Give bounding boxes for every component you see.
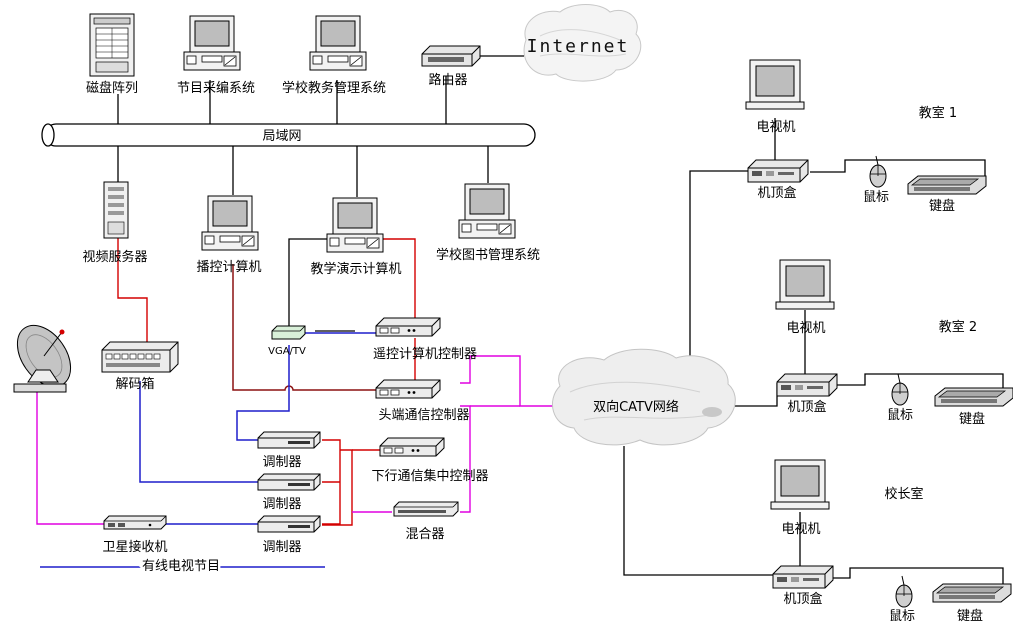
program-editing-pc-icon [183,15,241,71]
modulator-1-icon [257,431,321,449]
internet-label: Internet [527,36,630,57]
broadcast-pc-label: 播控计算机 [196,260,261,275]
modulator-2-icon [257,473,321,491]
classroom1-keyboard-label: 键盘 [929,198,955,214]
video-server-icon [103,181,129,239]
program-editing-label: 节目采编系统 [177,81,255,96]
disk-array-icon [89,13,135,77]
principal-mouse-icon [895,575,913,608]
catv-label: 双向CATV网络 [593,399,679,415]
satellite-receiver-label: 卫星接收机 [102,539,167,555]
teaching-pc-icon [326,197,384,253]
remote-controller-label: 遥控计算机控制器 [373,347,477,362]
modulator-2-label: 调制器 [262,497,301,512]
classroom1-keyboard-icon [907,175,987,195]
classroom2-keyboard-label: 键盘 [959,411,985,427]
mixer-label: 混合器 [405,527,444,542]
classroom2-stb-icon [776,373,838,397]
downlink-controller-icon [379,437,445,457]
classroom1-mouse-label: 鼠标 [863,190,889,205]
principal-keyboard-icon [932,583,1012,603]
teaching-pc-label: 教学演示计算机 [310,261,401,277]
control-wires [40,332,378,568]
catv-cloud-icon [552,348,736,446]
lan-wires [117,55,524,332]
classroom1-stb-icon [747,159,809,183]
principal-tv-label: 电视机 [781,522,820,537]
library-pc-icon [458,183,516,239]
router-icon [421,45,481,67]
lan-label: 局域网 [262,129,301,144]
principal-keyboard-label: 键盘 [957,608,983,624]
video-wires [117,237,416,526]
principal-mouse-label: 鼠标 [889,609,915,624]
vga-tv-icon [271,325,306,340]
decoder-label: 解码箱 [115,376,154,392]
classroom2-stb-label: 机顶盒 [787,399,826,415]
principal-label: 校长室 [884,486,923,502]
principal-stb-label: 机顶盒 [783,591,822,607]
classroom1-tv-icon [745,59,805,110]
video-server-label: 视频服务器 [82,249,147,265]
principal-tv-icon [770,459,830,510]
headend-controller-icon [375,379,441,399]
classroom2-label: 教室 2 [939,319,977,335]
classroom2-tv-icon [775,259,835,310]
academic-pc-icon [309,15,367,71]
disk-array-label: 磁盘阵列 [86,80,138,96]
headend-controller-label: 头端通信控制器 [378,408,469,423]
downlink-controller-label: 下行通信集中控制器 [371,468,488,484]
mixer-icon [393,501,459,517]
satellite-receiver-icon [103,515,167,530]
classroom2-tv-label: 电视机 [786,321,825,336]
classroom2-keyboard-icon [934,387,1013,407]
classroom2-mouse-label: 鼠标 [887,408,913,423]
modulator-1-label: 调制器 [262,455,301,470]
classroom1-tv-label: 电视机 [756,120,795,135]
catv-wires [623,118,1004,585]
academic-system-label: 学校教务管理系统 [282,80,386,96]
router-label: 路由器 [428,72,467,88]
classroom1-label: 教室 1 [919,105,957,121]
broadcast-pc-icon [201,195,259,251]
rf-wires [36,355,556,525]
lan-bus [41,123,536,147]
decoder-icon [101,341,179,373]
satellite-dish-icon [13,324,72,393]
library-system-label: 学校图书管理系统 [436,247,540,263]
modulator-3-icon [257,515,321,533]
principal-stb-icon [772,565,834,589]
vga-wires [232,264,378,391]
classroom1-stb-label: 机顶盒 [757,185,796,201]
remote-controller-icon [375,317,441,337]
modulator-3-label: 调制器 [262,540,301,555]
cable-tv-label: 有线电视节目 [142,559,220,574]
internet-cloud-icon [523,4,642,82]
classroom2-mouse-icon [891,373,909,406]
vga-tv-label: VGA/TV [268,346,306,357]
